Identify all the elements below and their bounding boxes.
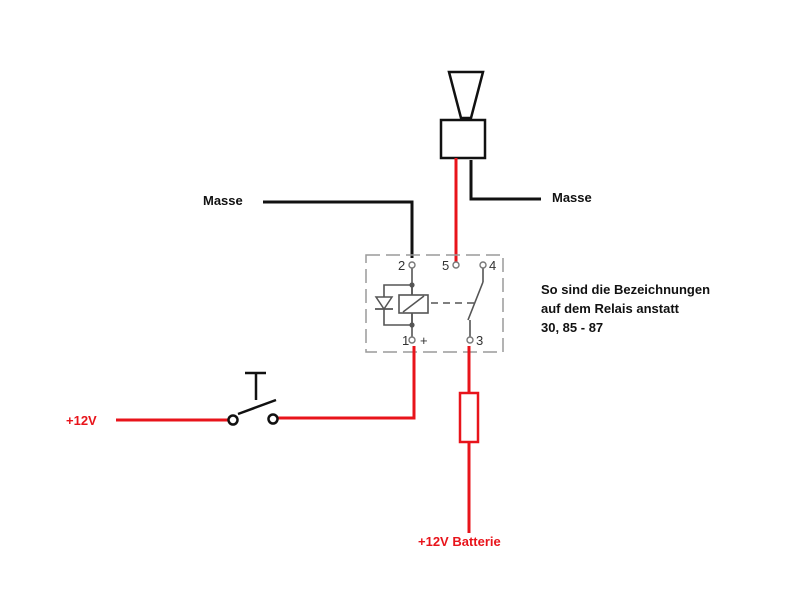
note-line-1: So sind die Bezeichnungen: [541, 282, 711, 297]
push-switch-icon: [227, 371, 279, 426]
pin-label-5: 5: [442, 258, 450, 273]
relay-housing: [365, 254, 504, 353]
pin-label-2: 2: [398, 258, 406, 273]
fuse-icon: [458, 391, 480, 444]
relay-coil-icon: [398, 294, 429, 314]
ground-wire-left: [263, 200, 414, 258]
junction-dot: [409, 282, 415, 288]
note-line-3: 30, 85 - 87: [541, 320, 604, 335]
junction-dot: [409, 322, 415, 328]
horn-icon: [439, 70, 487, 160]
pin-label-plus: +: [420, 333, 428, 348]
ground-label-left: Masse: [203, 193, 243, 208]
switched-12v-wire-b: [278, 346, 416, 420]
pin-label-1: 1: [402, 333, 410, 348]
ground-label-right: Masse: [552, 190, 592, 205]
battery-label: +12V Batterie: [418, 534, 501, 549]
pin-label-4: 4: [489, 258, 497, 273]
pin-label-3: 3: [476, 333, 484, 348]
note-line-2: auf dem Relais anstatt: [541, 301, 679, 316]
ground-wire-right: [469, 160, 541, 201]
relay-note: So sind die Bezeichnungen auf dem Relais…: [541, 280, 710, 337]
relay-terminals: [408, 261, 487, 344]
switched-12v-label: +12V: [66, 413, 97, 428]
diode-icon: [374, 296, 394, 311]
